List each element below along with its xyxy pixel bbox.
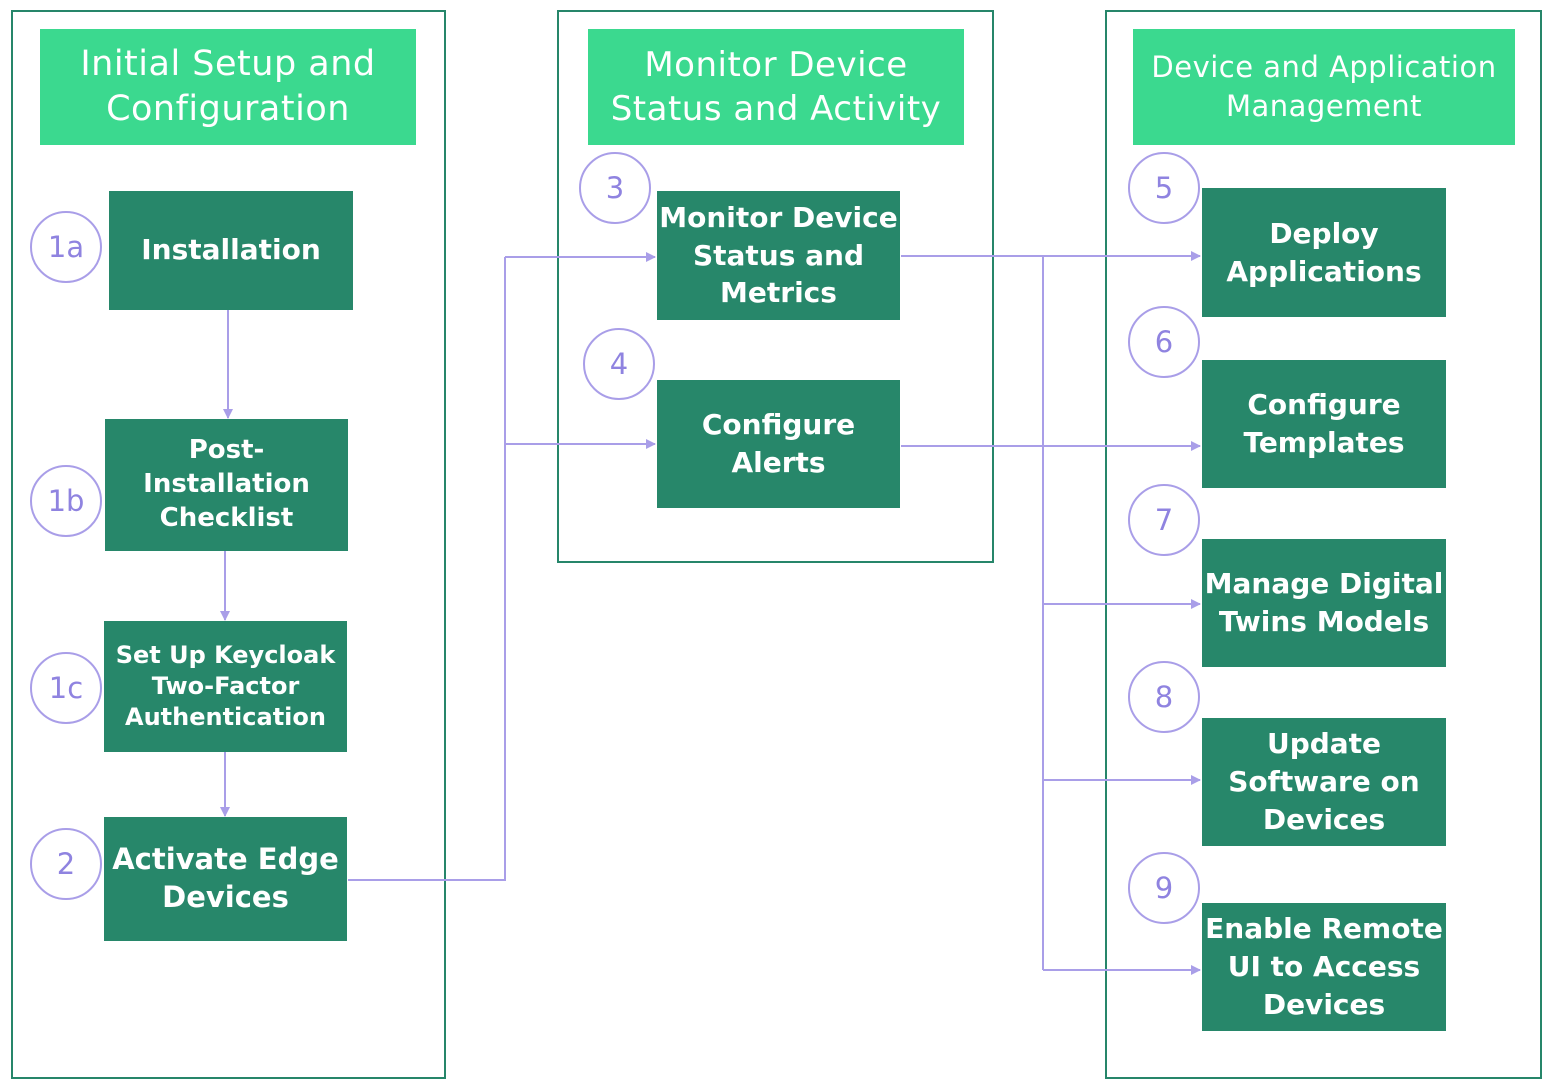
step-activate-edge-devices[interactable]: Activate Edge Devices [104, 817, 347, 941]
step-manage-digital-twins[interactable]: Manage Digital Twins Models [1202, 539, 1446, 667]
step-configure-templates[interactable]: Configure Templates [1202, 360, 1446, 488]
connector-2-trunk [348, 257, 506, 881]
badge-7: 7 [1128, 484, 1200, 556]
step-deploy-applications[interactable]: Deploy Applications [1202, 188, 1446, 317]
step-monitor-device-status[interactable]: Monitor Device Status and Metrics [657, 191, 900, 320]
badge-1c: 1c [30, 652, 102, 724]
badge-1a: 1a [30, 211, 102, 283]
badge-1b: 1b [30, 465, 102, 537]
badge-6: 6 [1128, 306, 1200, 378]
header-monitor: Monitor Device Status and Activity [588, 29, 964, 145]
badge-3: 3 [579, 152, 651, 224]
badge-4: 4 [583, 328, 655, 400]
header-management: Device and Application Management [1133, 29, 1515, 145]
step-configure-alerts[interactable]: Configure Alerts [657, 380, 900, 508]
badge-8: 8 [1128, 661, 1200, 733]
step-enable-remote-ui[interactable]: Enable Remote UI to Access Devices [1202, 903, 1446, 1031]
header-initial-setup: Initial Setup and Configuration [40, 29, 416, 145]
step-post-installation-checklist[interactable]: Post-Installation Checklist [105, 419, 348, 551]
badge-5: 5 [1128, 152, 1200, 224]
step-installation[interactable]: Installation [109, 191, 353, 310]
step-update-software[interactable]: Update Software on Devices [1202, 718, 1446, 846]
step-keycloak-2fa[interactable]: Set Up Keycloak Two-Factor Authenticatio… [104, 621, 347, 752]
badge-9: 9 [1128, 852, 1200, 924]
badge-2: 2 [30, 828, 102, 900]
